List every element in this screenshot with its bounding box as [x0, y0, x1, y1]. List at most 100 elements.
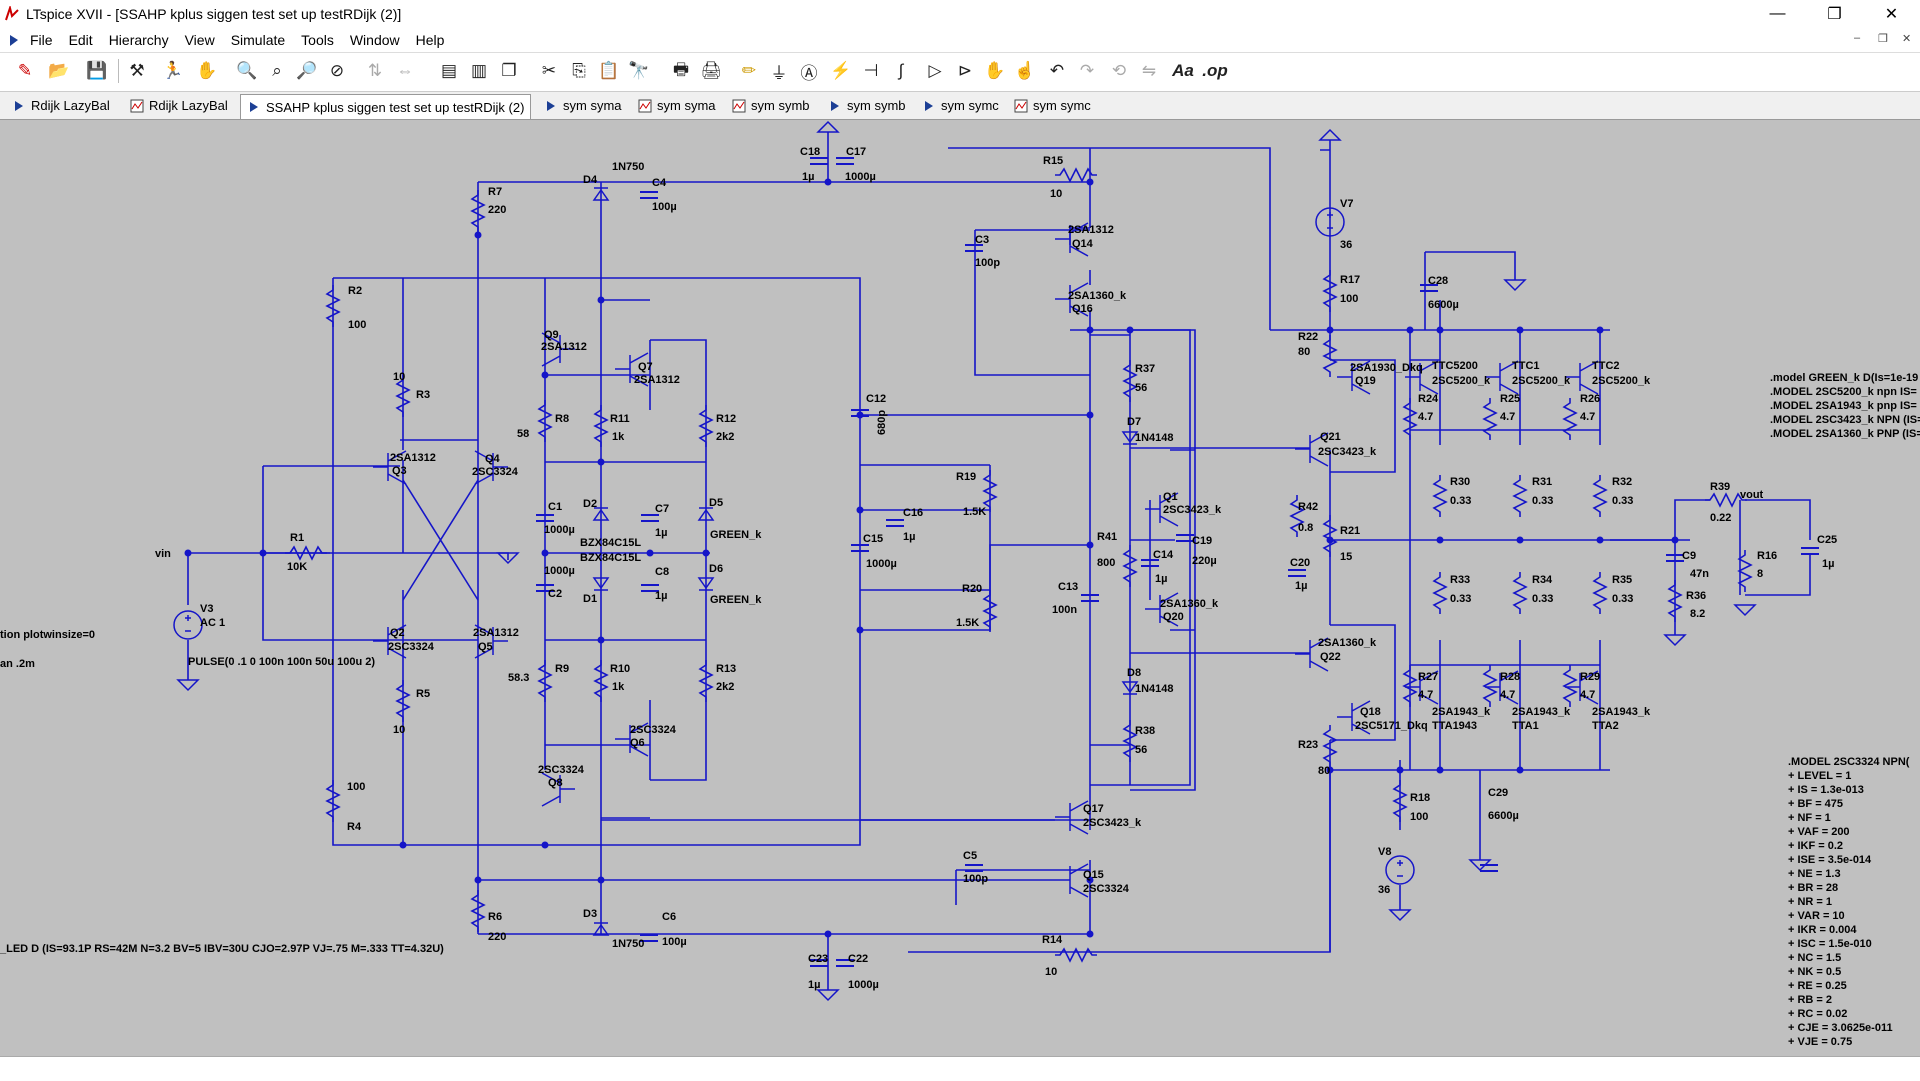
zoom-cancel-icon[interactable]: ⊘	[329, 61, 345, 80]
inductor-icon[interactable]: ∫	[898, 61, 904, 80]
menu-edit[interactable]: Edit	[68, 32, 93, 48]
mdi-minimize-button[interactable]: –	[1854, 32, 1861, 44]
model-2sc3324-line: + NE = 1.3	[1788, 868, 1841, 880]
menu-tools[interactable]: Tools	[301, 32, 334, 48]
tab-label: Rdijk LazyBal	[31, 98, 110, 113]
label-Q8-model: 2SC3324	[538, 764, 585, 776]
tab-sym-symb-schematic[interactable]: sym symb	[822, 94, 912, 117]
component-icon[interactable]: ⊳	[957, 61, 973, 80]
tab-sym-symb-waveform[interactable]: sym symb	[726, 94, 816, 117]
label-R11: R11	[610, 413, 630, 425]
control-panel-icon[interactable]: ⚒	[129, 61, 145, 80]
autorange-icon[interactable]: ⇅	[367, 61, 383, 80]
paste-icon[interactable]: 📋	[598, 61, 620, 80]
tile-horizontal-icon[interactable]: ▤	[440, 61, 458, 80]
label-R26: R26	[1580, 393, 1600, 405]
mdi-close-button[interactable]: ✕	[1902, 33, 1912, 45]
menu-simulate[interactable]: Simulate	[230, 32, 286, 48]
open-icon[interactable]: 📂	[48, 61, 70, 80]
cascade-icon[interactable]: ❐	[501, 61, 517, 80]
drag-icon[interactable]: ☝	[1014, 61, 1036, 80]
copy-icon[interactable]: ⎘	[572, 61, 586, 80]
capacitor-icon[interactable]: ⊣	[863, 61, 879, 80]
diode-icon[interactable]: ▷	[928, 61, 942, 80]
label-R34-value: 0.33	[1532, 593, 1553, 605]
tab-rdijk-lazybal-waveform[interactable]: Rdijk LazyBal	[124, 94, 234, 117]
ltspice-app-icon	[5, 6, 19, 21]
label-2SA1943-b: 2SA1943_k	[1512, 706, 1571, 718]
find-icon[interactable]: 🔭	[628, 61, 650, 80]
toolbar: ✎ 📂 💾 ⚒ 🏃 ✋ 🔍 ⌕ 🔎 ⊘ ⇅ ⇔ ▤ ▥ ❐ ✂ ⎘ 📋 🔭 🖶 …	[0, 53, 1920, 92]
label-Q20: Q20	[1163, 611, 1184, 623]
tab-label: sym symc	[1033, 98, 1091, 113]
tab-sym-syma-waveform[interactable]: sym syma	[632, 94, 722, 117]
label-D8: D8	[1127, 667, 1141, 679]
label-Q2: Q2	[390, 627, 405, 639]
tab-ssahp-kplus[interactable]: SSAHP kplus siggen test set up testRDijk…	[240, 94, 532, 119]
print-setup-icon[interactable]: 🖨	[700, 61, 722, 80]
schematic-drawing[interactable]: C18 1µ C17 1000µ D4 1N750 C4 100µ R7 220…	[0, 120, 1920, 1055]
menu-help[interactable]: Help	[415, 32, 445, 48]
label-icon[interactable]: Ⓐ	[800, 63, 818, 83]
tile-vertical-icon[interactable]: ▥	[470, 61, 488, 80]
label-R24-value: 4.7	[1418, 411, 1433, 423]
schematic-icon	[250, 102, 258, 112]
maximize-button[interactable]: ❐	[1827, 6, 1842, 23]
model-line: .MODEL 2SC5200_k npn IS=	[1770, 386, 1917, 398]
tab-sym-syma-schematic[interactable]: sym syma	[538, 94, 628, 117]
label-Q1-model: 2SC3423_k	[1163, 504, 1222, 516]
menu-hierarchy[interactable]: Hierarchy	[108, 32, 169, 48]
label-C5: C5	[963, 850, 977, 862]
zoom-full-icon[interactable]: ⌕	[272, 61, 282, 80]
tab-label: sym symc	[941, 98, 999, 113]
label-R13-value: 2k2	[716, 681, 734, 693]
redo-icon[interactable]: ↷	[1079, 61, 1095, 80]
label-R35: R35	[1612, 574, 1632, 586]
label-R3-value: 10	[393, 371, 405, 383]
new-schematic-icon[interactable]: ✎	[17, 61, 33, 80]
fit-icon[interactable]: ⇔	[396, 61, 414, 80]
label-Q19: Q19	[1355, 375, 1376, 387]
mirror-icon[interactable]: ⇋	[1141, 61, 1157, 80]
label-TTC1: TTC1	[1512, 360, 1540, 372]
label-R8: R8	[555, 413, 569, 425]
window-title: LTspice XVII - [SSAHP kplus siggen test …	[26, 6, 402, 22]
model-2sc3324-line: + RC = 0.02	[1788, 1008, 1847, 1020]
label-R26-value: 4.7	[1580, 411, 1595, 423]
wire-icon[interactable]: ✏	[741, 61, 757, 80]
label-C16-value: 1µ	[903, 531, 915, 543]
sources-and-grounds	[173, 120, 1757, 1002]
undo-icon[interactable]: ↶	[1049, 61, 1065, 80]
spice-directive-icon[interactable]: .op	[1202, 61, 1228, 80]
zoom-in-icon[interactable]: 🔍	[236, 61, 258, 80]
print-icon[interactable]: 🖶	[672, 59, 690, 79]
menu-file[interactable]: File	[30, 32, 53, 48]
run-icon[interactable]: 🏃	[162, 61, 184, 80]
schematic-canvas[interactable]: C18 1µ C17 1000µ D4 1N750 C4 100µ R7 220…	[0, 120, 1920, 1055]
resistor-icon[interactable]: ⚡	[830, 61, 852, 80]
minimize-button[interactable]: —	[1769, 5, 1786, 22]
rotate-icon[interactable]: ⟲	[1111, 61, 1127, 80]
mdi-restore-button[interactable]: ❐	[1878, 33, 1888, 45]
label-R34: R34	[1532, 574, 1553, 586]
tab-sym-symc-waveform[interactable]: sym symc	[1008, 94, 1097, 117]
label-Q7: Q7	[638, 361, 653, 373]
label-R23: R23	[1298, 739, 1318, 751]
model-line: .MODEL 2SA1943_k pnp IS=	[1770, 400, 1917, 412]
close-button[interactable]: ✕	[1884, 6, 1899, 23]
save-icon[interactable]: 💾	[86, 61, 108, 80]
menu-window[interactable]: Window	[349, 32, 400, 48]
menu-view[interactable]: View	[184, 32, 215, 48]
menu-bar: File Edit Hierarchy View Simulate Tools …	[0, 28, 1920, 53]
zoom-out-icon[interactable]: 🔎	[296, 61, 318, 80]
tab-rdijk-lazybal-schematic[interactable]: Rdijk LazyBal	[6, 94, 116, 117]
text-icon[interactable]: Aa	[1172, 61, 1194, 80]
tab-sym-symc-schematic[interactable]: sym symc	[916, 94, 1005, 117]
ground-icon[interactable]: ⏚	[770, 63, 788, 83]
model-2sc3324-line: + NF = 1	[1788, 812, 1831, 824]
pan-icon[interactable]: ✋	[196, 61, 218, 80]
move-icon[interactable]: ✋	[984, 61, 1006, 80]
document-schematic-icon[interactable]	[6, 32, 22, 48]
cut-icon[interactable]: ✂	[541, 61, 557, 80]
label-R38-value: 56	[1135, 744, 1147, 756]
